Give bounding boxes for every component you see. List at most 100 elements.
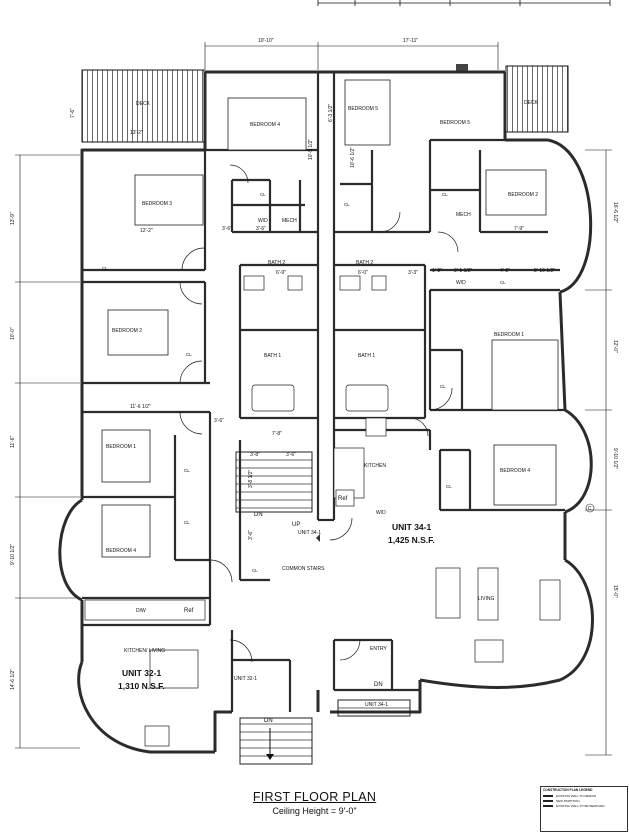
room-bath1a: BATH 1: [264, 353, 281, 359]
living-furniture: [144, 567, 561, 747]
legend-row: EXISTING WALL TO REMAIN: [541, 793, 627, 798]
closet-label: CL: [102, 266, 108, 271]
room-bedroom4-left: BEDROOM 4: [106, 548, 136, 554]
dim-right-1: 16'-6 1/2": [612, 202, 618, 223]
closet-label: CL: [500, 280, 506, 285]
room-wd-a: W/D: [258, 218, 268, 224]
room-bath2a: BATH 2: [268, 260, 285, 266]
room-bedroom1-right: BEDROOM 1: [494, 332, 524, 338]
dim-top-left: 10'-10": [258, 38, 274, 44]
dim-stair-c: 3'-8 1/2": [248, 469, 254, 488]
room-deck-left: DECK: [136, 101, 151, 107]
door-swings: [179, 164, 459, 663]
plan-legend: CONSTRUCTION PLAN LEGEND EXISTING WALL T…: [540, 786, 628, 832]
room-ref-right: Ref: [338, 496, 348, 502]
dim-left-5: 14'-6 1/2": [10, 669, 16, 690]
dim-right-4: 15'-0": [612, 585, 618, 598]
dim-hall-r1: 3'-3": [408, 270, 418, 276]
label-dn-a: DN: [254, 512, 263, 518]
room-bedroom5: BEDROOM 5: [348, 106, 378, 112]
dim-left-1: 13'-9": [10, 212, 16, 225]
dim-br2r-width: 7'-9": [514, 226, 524, 232]
dim-deck-width: 13'-2": [130, 130, 143, 136]
room-kitchen-living-left: KITCHEN/ LIVING: [124, 648, 165, 654]
dim-mid-v1: 6'-3 1/2": [328, 103, 334, 122]
unit-area-right: 1,425 N.S.F.: [388, 535, 435, 545]
room-kitchen-right: KITCHEN: [364, 463, 386, 469]
kitchen-counters: [84, 447, 365, 621]
dim-hall-r2: 1'-8": [432, 268, 442, 274]
closet-labels: CL CL CL CL CL CL CL CL CL CL CL: [102, 192, 506, 573]
unit-area-left: 1,310 N.S.F.: [118, 681, 165, 691]
dim-stair-a: 3'-8": [250, 452, 260, 458]
closet-label: CL: [186, 352, 192, 357]
room-common-stairs: COMMON STAIRS: [282, 566, 325, 572]
closet-label: CL: [184, 468, 190, 473]
room-bedroom2-right: BEDROOM 2: [508, 192, 538, 198]
dim-corr-left: 3'-6": [222, 226, 232, 232]
dim-stair-w: 7'-8": [272, 431, 282, 437]
dim-deck-depth: 7'-6": [70, 108, 76, 118]
closet-label: CL: [260, 192, 266, 197]
legend-row: EXISTING WALL TO BE REMOVED: [541, 803, 627, 808]
closet-label: CL: [440, 384, 446, 389]
dim-corr-mid: 3'-6": [256, 226, 266, 232]
legend-title: CONSTRUCTION PLAN LEGEND: [543, 788, 593, 792]
deck-right: [505, 65, 569, 133]
room-bedroom5-right: BEDROOM 5: [440, 120, 470, 126]
dim-hall-r5: 2'-10 1/2": [534, 268, 555, 274]
label-dn-b: DN: [264, 718, 273, 724]
plan-subtitle: Ceiling Height = 9'-0": [272, 806, 357, 816]
dim-top-right: 17'-11": [403, 38, 418, 44]
room-living-right: LIVING: [478, 596, 495, 602]
dim-bath-left-w: 6'-9": [276, 270, 286, 276]
room-bedroom1-left: BEDROOM 1: [106, 444, 136, 450]
dim-br3-width: 12'-2": [140, 228, 153, 234]
room-entry: ENTRY: [370, 646, 388, 652]
unit-tag-right: UNIT 34-1: [365, 702, 388, 708]
dim-corr-b: 3'-6": [214, 418, 224, 424]
unit-tag-mid: UNIT 34-1: [298, 530, 321, 536]
room-ref-left: Ref: [184, 608, 194, 614]
unit-name-right: UNIT 34-1: [392, 522, 431, 532]
dimension-lines: [15, 42, 612, 756]
furniture-beds: [101, 79, 559, 558]
closet-label: CL: [442, 192, 448, 197]
dim-right-3: 9'-10 1/2": [612, 448, 618, 469]
grid-bubble: [585, 503, 595, 513]
room-wd-b: W/D: [456, 280, 466, 286]
dim-stair-d: 3'-6": [248, 530, 254, 540]
unit-name-left: UNIT 32-1: [122, 668, 161, 678]
dim-stair-b: 3'-6": [286, 452, 296, 458]
common-stairs: [235, 451, 411, 765]
room-deck-right: DECK: [524, 100, 539, 106]
closet-label: CL: [252, 568, 258, 573]
dim-hall-r4: 4'-8": [500, 268, 510, 274]
title-block-fragment: [317, 0, 611, 6]
room-labels: DECK DECK BEDROOM 3 BEDROOM 4 BEDROOM 5 …: [106, 100, 592, 724]
label-up: UP: [292, 522, 300, 528]
entrance-arrow-icon: [316, 534, 320, 542]
grid-marker-c: C: [588, 506, 592, 512]
room-dw: D/W: [136, 608, 146, 614]
dim-hall-r3: 3'-1 1/2": [454, 268, 473, 274]
room-mech-a: MECH: [282, 218, 297, 224]
room-bedroom3: BEDROOM 3: [142, 201, 172, 207]
label-dn-c: DN: [374, 682, 383, 688]
room-bedroom2-left: BEDROOM 2: [112, 328, 142, 334]
dim-mid-v2: 10'-6 1/2": [350, 147, 356, 168]
room-bath1b: BATH 1: [358, 353, 375, 359]
dim-left-4: 9'-10 1/2": [10, 544, 16, 565]
closet-label: CL: [446, 484, 452, 489]
closet-label: CL: [184, 520, 190, 525]
deck-left: [81, 69, 205, 143]
closet-label: CL: [344, 202, 350, 207]
dim-br2-width: 11'-6 1/2": [130, 404, 151, 410]
dim-left-3: 11'-6": [10, 435, 16, 448]
dimension-labels: 10'-10" 17'-11" 13'-2" 7'-6" 13'-9" 10'-…: [10, 38, 618, 690]
legend-row: NEW PARTITION: [541, 798, 627, 803]
room-wd-c: W/D: [376, 510, 386, 516]
room-bedroom4-right: BEDROOM 4: [500, 468, 530, 474]
plan-title: FIRST FLOOR PLAN: [252, 790, 377, 804]
